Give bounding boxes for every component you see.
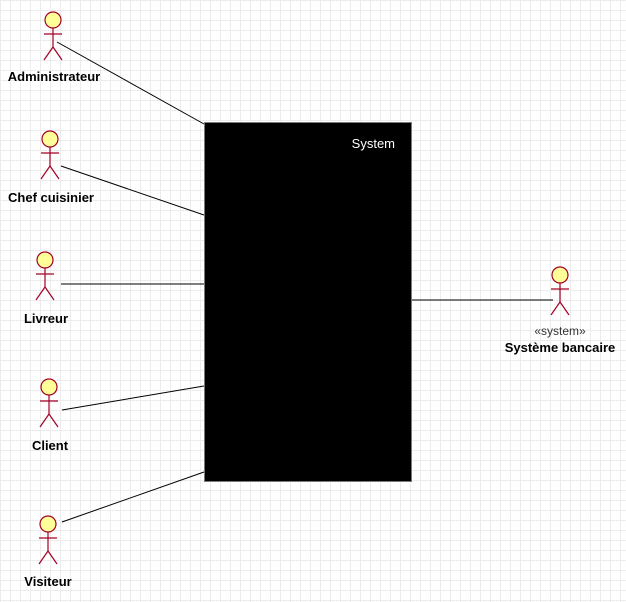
- actor-stereotype-systeme-bancaire: «system»: [534, 324, 586, 338]
- actor-left-leg: [43, 46, 54, 61]
- association-line-administrateur[interactable]: [56, 41, 205, 125]
- actor-right-leg: [48, 413, 59, 428]
- actor-figure-chef-cuisinier[interactable]: [40, 130, 60, 180]
- actor-left-leg: [550, 301, 561, 316]
- actor-head: [39, 515, 57, 533]
- actor-left-leg: [35, 286, 46, 301]
- association-line-visiteur[interactable]: [61, 471, 205, 523]
- actor-left-leg: [38, 550, 49, 565]
- actor-figure-client[interactable]: [39, 378, 59, 428]
- actor-head: [36, 251, 54, 269]
- actor-label-client: Client: [31, 438, 69, 453]
- actor-right-leg: [52, 46, 63, 61]
- actor-label-administrateur: Administrateur: [7, 69, 101, 84]
- actor-head: [40, 378, 58, 396]
- actor-figure-systeme-bancaire[interactable]: [550, 266, 570, 316]
- actor-right-leg: [44, 286, 55, 301]
- actor-label-chef-cuisinier: Chef cuisinier: [8, 190, 94, 205]
- actor-head: [41, 130, 59, 148]
- system-boundary[interactable]: System: [204, 122, 412, 482]
- actor-figure-administrateur[interactable]: [43, 11, 63, 61]
- actor-right-leg: [47, 550, 58, 565]
- actor-head: [44, 11, 62, 29]
- actor-figure-visiteur[interactable]: [38, 515, 58, 565]
- actor-figures: [35, 11, 570, 565]
- actor-label-livreur: Livreur: [23, 311, 69, 326]
- actor-right-leg: [49, 165, 60, 180]
- actor-left-leg: [40, 165, 51, 180]
- actor-label-visiteur: Visiteur: [24, 574, 72, 589]
- actor-label-systeme-bancaire: Système bancaire: [504, 340, 616, 355]
- association-line-chef-cuisinier[interactable]: [60, 165, 205, 216]
- association-lines: [56, 41, 553, 523]
- actor-left-leg: [39, 413, 50, 428]
- actor-head: [551, 266, 569, 284]
- system-title: System: [351, 136, 395, 151]
- actor-right-leg: [559, 301, 570, 316]
- actor-figure-livreur[interactable]: [35, 251, 55, 301]
- association-line-client[interactable]: [61, 385, 205, 411]
